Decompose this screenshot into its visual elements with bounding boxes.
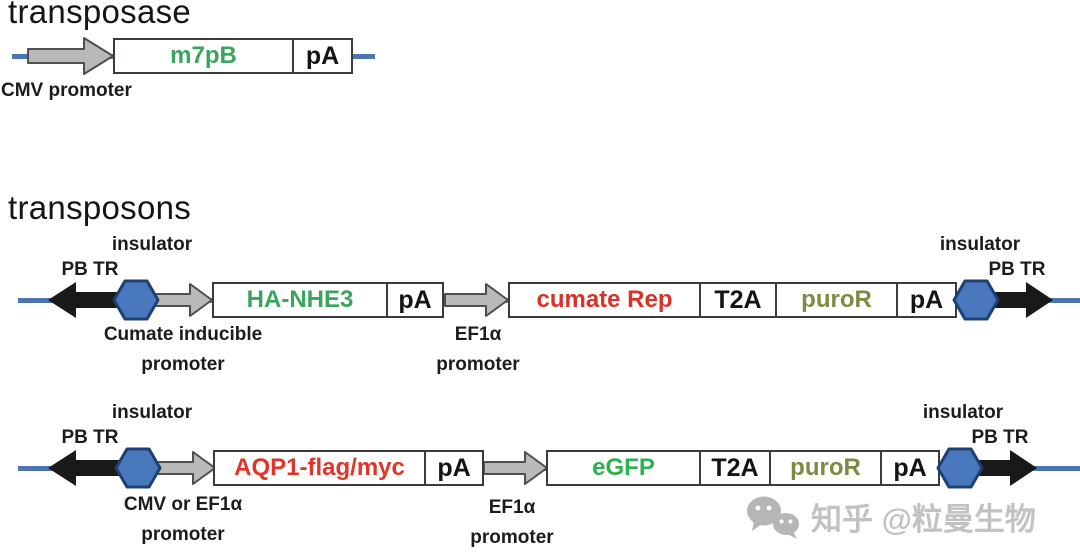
gene-box-pA: pA xyxy=(292,38,353,74)
gene-box-T2A: T2A xyxy=(699,450,771,486)
gene-box-pA: pA xyxy=(896,282,957,318)
gene-label: eGFP xyxy=(592,454,655,481)
promoter-caption: promoter xyxy=(141,354,225,375)
gene-box-AQP1-flag-myc: AQP1-flag/myc xyxy=(213,450,426,486)
promoter-arrow-icon xyxy=(483,451,548,485)
insulator-hexagon-icon xyxy=(112,279,160,321)
promoter-caption: promoter xyxy=(141,524,225,545)
watermark-text: 知乎 @粒曼生物 xyxy=(811,502,1036,537)
pb-tr-label: PB TR xyxy=(61,259,119,280)
watermark: 知乎 @粒曼生物 xyxy=(745,494,1036,539)
section-title-transposons: transposons xyxy=(8,189,192,226)
promoter-caption: EF1α xyxy=(488,497,536,518)
gene-box-m7pB: m7pB xyxy=(113,38,294,74)
gene-box-pA: pA xyxy=(424,450,484,486)
gene-label: puroR xyxy=(801,286,872,313)
gene-box-puroR: puroR xyxy=(769,450,882,486)
gene-label: pA xyxy=(909,285,944,314)
promoter-caption: promoter xyxy=(436,354,520,375)
gene-box-HA-NHE3: HA-NHE3 xyxy=(212,282,388,318)
gene-box-cumate-rep: cumate Rep xyxy=(508,282,701,318)
promoter-caption: CMV or EF1α xyxy=(123,494,243,515)
cmv-promoter-label: CMV promoter xyxy=(1,80,132,101)
insulator-label: insulator xyxy=(111,234,193,255)
promoter-caption: promoter xyxy=(470,527,554,548)
insulator-hexagon-icon xyxy=(952,279,1000,321)
gene-box-pA: pA xyxy=(386,282,444,318)
insulator-hexagon-icon xyxy=(936,447,984,489)
insulator-hexagon-icon xyxy=(114,447,162,489)
promoter-arrow-icon xyxy=(444,283,509,317)
gene-box-eGFP: eGFP xyxy=(546,450,701,486)
gene-label: m7pB xyxy=(170,42,237,69)
gene-box-pA: pA xyxy=(880,450,940,486)
wechat-icon xyxy=(747,496,799,539)
pb-tr-label: PB TR xyxy=(971,427,1029,448)
gene-label: pA xyxy=(893,453,927,482)
gene-label: HA-NHE3 xyxy=(246,286,354,313)
insulator-label: insulator xyxy=(939,234,1021,255)
gene-box-T2A: T2A xyxy=(699,282,777,318)
insulator-label: insulator xyxy=(111,402,193,423)
promoter-caption: EF1α xyxy=(454,324,502,345)
pb-tr-arrow-right-icon xyxy=(976,450,1037,486)
gene-label: pA xyxy=(398,285,432,314)
section-title-transposase: transposase xyxy=(8,0,192,30)
gene-label: T2A xyxy=(714,285,762,314)
promoter-arrow-icon xyxy=(27,37,114,75)
pb-tr-arrow-left-icon xyxy=(48,450,142,486)
gene-label: pA xyxy=(305,41,340,70)
gene-box-puroR: puroR xyxy=(775,282,898,318)
gene-label: T2A xyxy=(711,453,759,482)
promoter-caption: Cumate inducible xyxy=(103,324,263,345)
gene-label: cumate Rep xyxy=(536,286,673,313)
gene-label: pA xyxy=(437,453,471,482)
gene-label: AQP1-flag/myc xyxy=(234,454,405,481)
pb-tr-arrow-right-icon xyxy=(992,282,1053,318)
pb-tr-label: PB TR xyxy=(61,427,119,448)
pb-tr-arrow-left-icon xyxy=(48,282,142,318)
insulator-label: insulator xyxy=(922,402,1004,423)
gene-label: puroR xyxy=(790,454,861,481)
pb-tr-label: PB TR xyxy=(988,259,1046,280)
